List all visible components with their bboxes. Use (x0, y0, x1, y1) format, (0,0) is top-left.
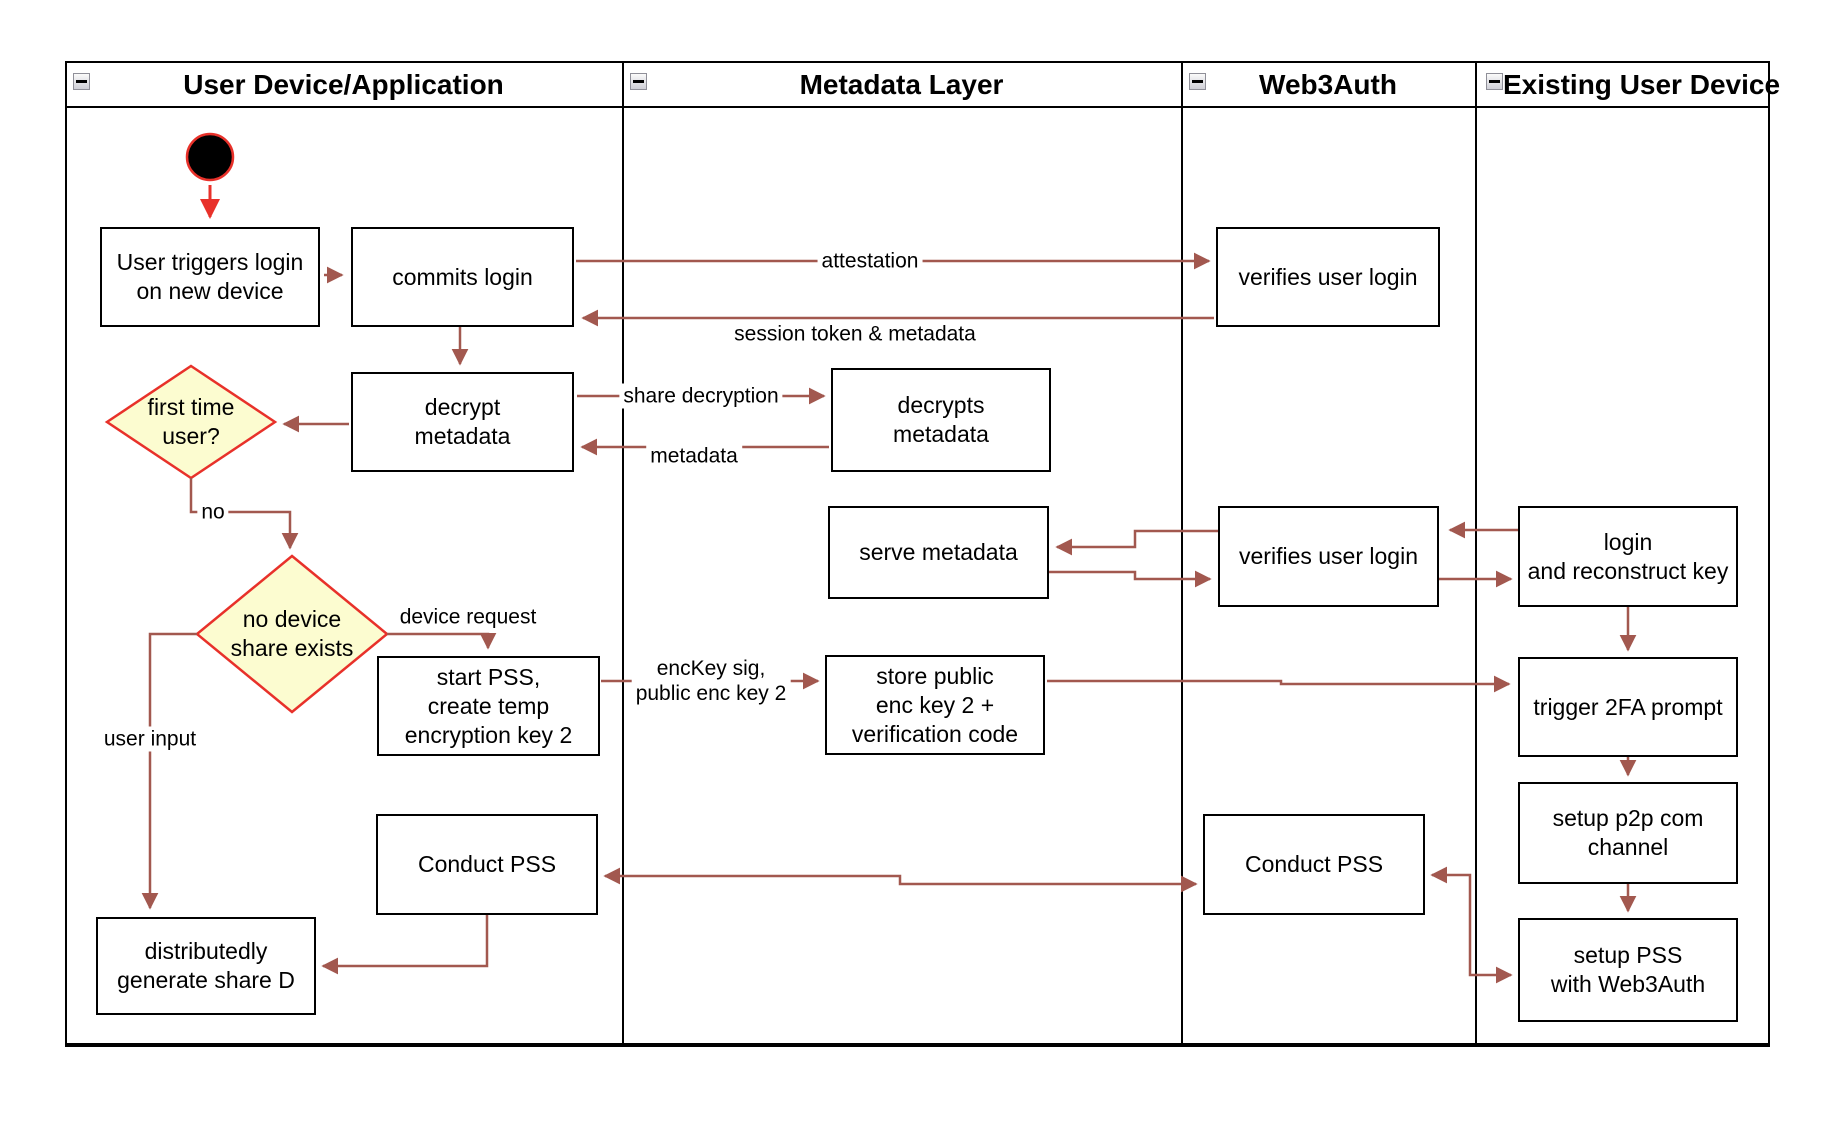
edge-label-attestation: attestation (817, 248, 923, 274)
edge-user-input (141, 632, 197, 910)
lane-divider-1 (622, 61, 624, 1043)
edge-label-device-request: device request (399, 605, 537, 629)
activity-conduct-pss-user-device: Conduct PSS (376, 814, 598, 915)
edge-label-user-input: user input (99, 726, 201, 752)
decision-first-time-user-label: first time user? (147, 394, 235, 449)
edge-device-request (387, 632, 497, 650)
activity-trigger-2fa-prompt: trigger 2FA prompt (1518, 657, 1738, 757)
edge-no-to-second-decision (189, 478, 299, 550)
activity-decrypt-metadata: decrypt metadata (351, 372, 574, 472)
edge-label-share-decryption: share decryption (619, 383, 783, 409)
activity-store-public-enc-key: store public enc key 2 + verification co… (825, 655, 1045, 755)
activity-verifies-user-login-1: verifies user login (1216, 227, 1440, 327)
decision-no-device-share-exists (195, 554, 389, 714)
activity-verifies-user-login-2: verifies user login (1218, 506, 1439, 607)
edge-conduct-pss-bidirectional (603, 867, 1198, 893)
edge-label-session-token: session token & metadata (734, 322, 976, 346)
lane-header-web3auth: Web3Auth (1259, 69, 1397, 100)
lane-header-existing-user-device: Existing User Device (1503, 69, 1781, 100)
start-node (185, 132, 235, 182)
activity-serve-metadata: serve metadata (828, 506, 1049, 599)
lane-header-underline (65, 106, 1770, 108)
lane-header-user-device-application: User Device/Application (183, 69, 504, 100)
lane-divider-3 (1475, 61, 1477, 1043)
edge-conduct1-to-distributedly (321, 915, 489, 975)
edge-label-metadata: metadata (646, 443, 742, 469)
activity-user-triggers-login: User triggers login on new device (100, 227, 320, 327)
lane-divider-2 (1181, 61, 1183, 1043)
activity-start-pss-create-temp-key: start PSS, create temp encryption key 2 (377, 656, 600, 756)
lane-header-metadata-layer: Metadata Layer (799, 69, 1004, 100)
edge-label-enckey: encKey sig, public enc key 2 (631, 656, 791, 706)
activity-setup-pss-with-web3auth: setup PSS with Web3Auth (1518, 918, 1738, 1022)
activity-distributedly-generate-share-d: distributedly generate share D (96, 917, 316, 1015)
collapse-icon[interactable] (73, 73, 90, 90)
collapse-icon[interactable] (1486, 73, 1503, 90)
decision-no-device-share-label: no device share exists (230, 606, 354, 661)
edge-store-to-trigger-2fa (1047, 675, 1511, 693)
collapse-icon[interactable] (630, 73, 647, 90)
activity-login-and-reconstruct-key: login and reconstruct key (1518, 506, 1738, 607)
edge-label-no: no (197, 499, 229, 525)
activity-commits-login: commits login (351, 227, 574, 327)
activity-setup-p2p-com-channel: setup p2p com channel (1518, 782, 1738, 884)
collapse-icon[interactable] (1189, 73, 1206, 90)
activity-conduct-pss-web3auth: Conduct PSS (1203, 814, 1425, 915)
activity-decrypts-metadata: decrypts metadata (831, 368, 1051, 472)
edge-conduct2-setup-pss-bidirectional (1430, 866, 1513, 984)
edge-verifies2-to-serve (1055, 529, 1218, 556)
edge-serve-to-verifies2 (1049, 570, 1212, 588)
